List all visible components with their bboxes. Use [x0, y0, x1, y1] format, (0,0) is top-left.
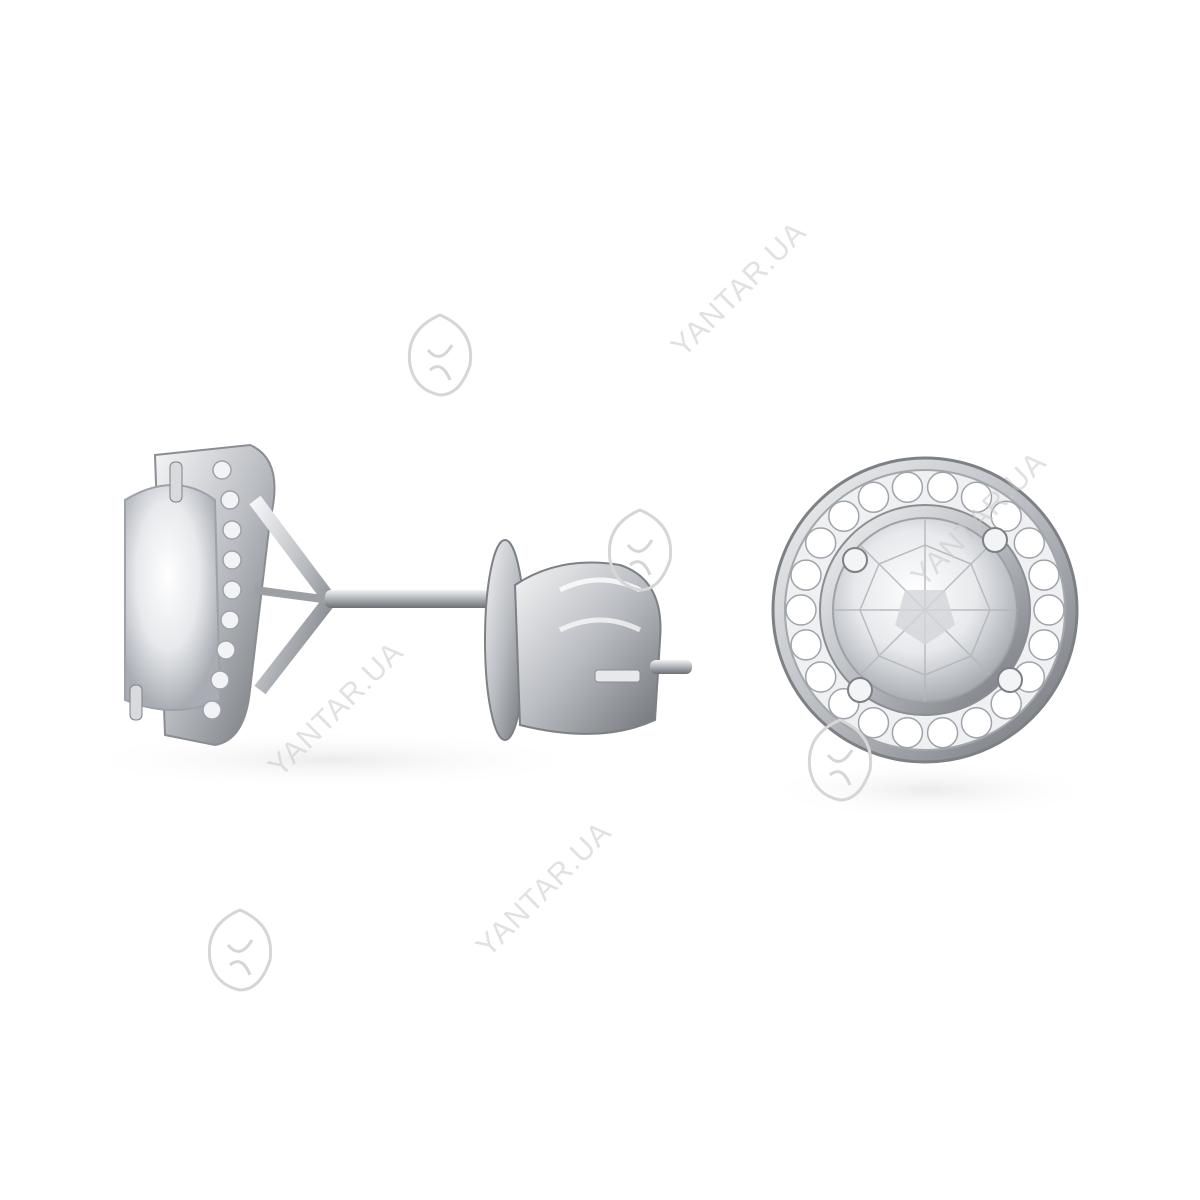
earring-butterfly-back [513, 561, 662, 735]
halo-stone [891, 716, 924, 749]
halo-stone [828, 500, 860, 533]
halo-stone [960, 707, 993, 739]
halo-stone [960, 481, 993, 513]
halo-stone [926, 716, 959, 749]
halo-stone [785, 594, 817, 626]
halo-stone [1033, 594, 1065, 626]
halo-stone [790, 629, 822, 661]
halo-stone [804, 661, 837, 693]
earring-front-view [771, 456, 1079, 764]
halo-stone [1028, 559, 1060, 591]
halo-stone [790, 559, 822, 591]
halo-stone [926, 471, 959, 504]
shadow [70, 730, 590, 790]
halo-stone [990, 500, 1022, 533]
earring-side-view [124, 443, 692, 747]
shadow [760, 760, 1100, 820]
halo-stone [891, 471, 924, 504]
halo-stone [1028, 629, 1060, 661]
halo-stone [1013, 527, 1046, 559]
halo-stone [990, 687, 1022, 720]
halo-stone [804, 527, 837, 559]
earring-post [325, 590, 520, 608]
halo-stone [857, 481, 890, 513]
halo-stone [857, 707, 890, 739]
